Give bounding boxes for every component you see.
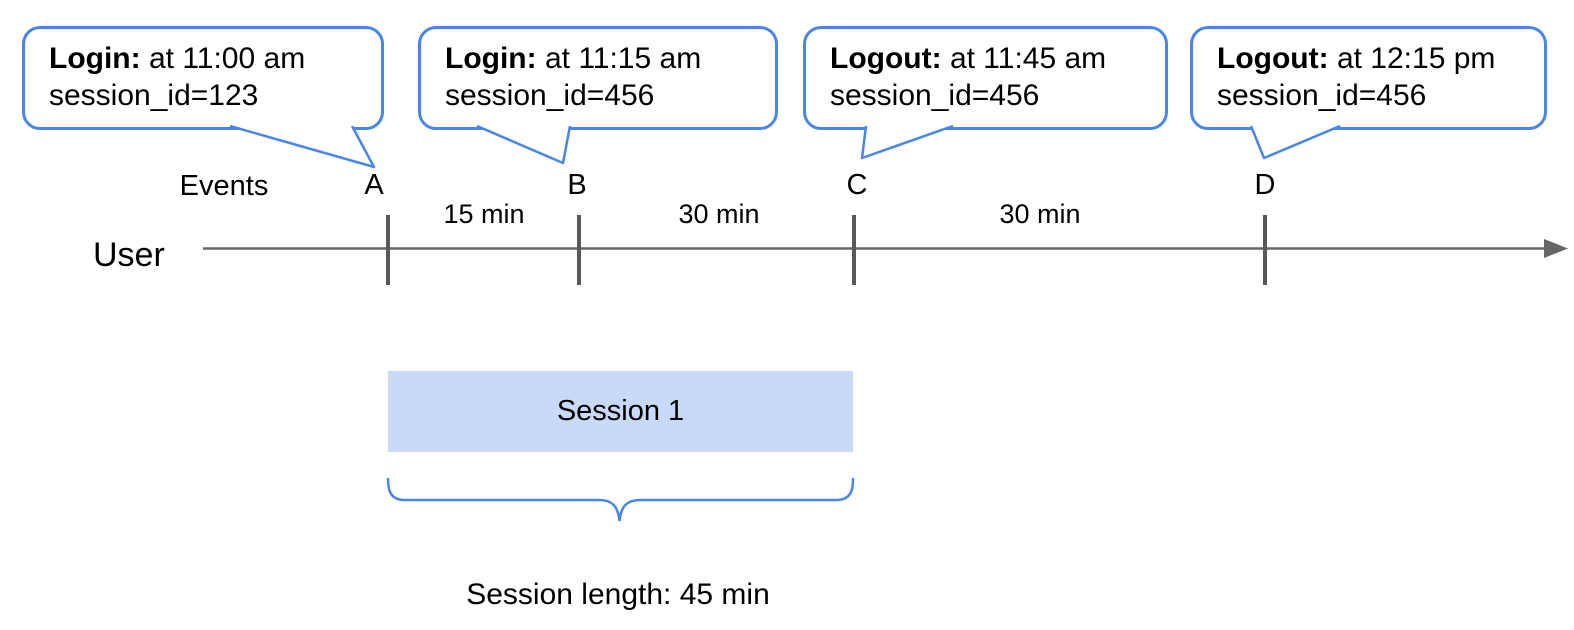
event-time: at 11:15 am bbox=[536, 42, 702, 75]
event-type: Login: bbox=[445, 42, 537, 75]
callout-login-b: Login: at 11:15 am session_id=456 bbox=[418, 26, 778, 130]
callout-line2: session_id=456 bbox=[1217, 79, 1427, 112]
callout-login-a: Login: at 11:00 am session_id=123 bbox=[22, 26, 384, 130]
timeline-arrowhead-icon bbox=[1544, 239, 1568, 258]
session-length-brace bbox=[386, 477, 855, 522]
callout-line1: Logout: at 11:45 am bbox=[830, 40, 1165, 77]
callout-tail-d bbox=[1249, 124, 1341, 160]
events-axis-label: Events bbox=[179, 170, 269, 202]
event-time: at 11:00 am bbox=[140, 42, 306, 75]
session-length-label: Session length: 45 min bbox=[466, 578, 770, 611]
interval-label-cd: 30 min bbox=[999, 199, 1081, 229]
callout-line1: Login: at 11:00 am bbox=[49, 40, 381, 77]
callout-line1: Login: at 11:15 am bbox=[445, 40, 775, 77]
session-bar: Session 1 bbox=[388, 371, 853, 452]
interval-label-bc: 30 min bbox=[678, 199, 760, 229]
event-type: Logout: bbox=[1217, 42, 1329, 75]
callout-line2: session_id=456 bbox=[445, 79, 655, 112]
event-marker-c: C bbox=[846, 169, 868, 201]
event-type: Logout: bbox=[830, 42, 942, 75]
event-time: at 12:15 pm bbox=[1328, 42, 1496, 75]
callout-logout-c: Logout: at 11:45 am session_id=456 bbox=[803, 26, 1168, 130]
user-axis-label: User bbox=[93, 236, 165, 274]
event-time: at 11:45 am bbox=[941, 42, 1107, 75]
callout-line1: Logout: at 12:15 pm bbox=[1217, 40, 1544, 77]
callout-tail-b bbox=[476, 124, 572, 165]
event-marker-a: A bbox=[364, 169, 384, 201]
callout-line2: session_id=123 bbox=[49, 79, 259, 112]
session-bar-label: Session 1 bbox=[556, 395, 685, 427]
callout-tail-a bbox=[229, 124, 376, 169]
callout-line2: session_id=456 bbox=[830, 79, 1040, 112]
interval-label-ab: 15 min bbox=[443, 199, 525, 229]
callout-logout-d: Logout: at 12:15 pm session_id=456 bbox=[1190, 26, 1547, 130]
event-type: Login: bbox=[49, 42, 141, 75]
event-marker-b: B bbox=[567, 169, 587, 201]
event-marker-d: D bbox=[1254, 169, 1276, 201]
callout-tail-c bbox=[860, 124, 954, 160]
